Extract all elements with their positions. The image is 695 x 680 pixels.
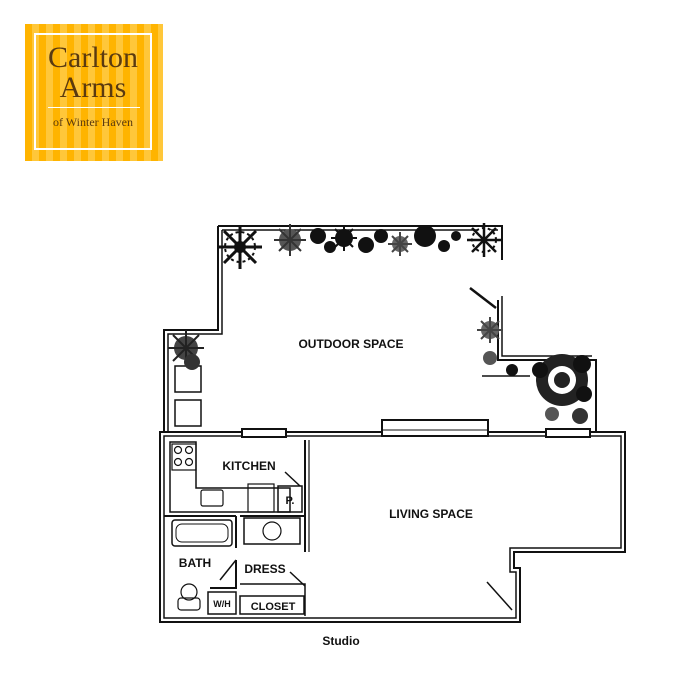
patio-left-wall-inner [167, 230, 223, 432]
burner-4 [184, 457, 194, 467]
patio-gate [469, 287, 497, 309]
shrub-icon [388, 232, 412, 256]
shrub-icon [274, 224, 306, 256]
closet-box [239, 595, 305, 615]
shrub-icon [310, 228, 326, 244]
outdoor-space-label: OUTDOOR SPACE [298, 337, 403, 351]
shrub-icon [572, 408, 588, 424]
bathtub-icon [171, 519, 233, 547]
logo-divider [48, 107, 140, 108]
patio-left-wall [163, 226, 219, 432]
shrub-icon [324, 241, 336, 253]
plan-caption: Studio [322, 634, 359, 648]
stove-icon [171, 443, 197, 471]
window-right [545, 428, 591, 438]
tree-icon [467, 223, 501, 257]
patio-planter-2 [174, 399, 202, 427]
logo-line-winter-haven: of Winter Haven [53, 115, 133, 129]
shrub-icon [374, 229, 388, 243]
tree-icon [218, 225, 262, 269]
tree-icon [532, 354, 592, 406]
wh-box [207, 591, 237, 615]
logo-frame: Carlton Arms of Winter Haven [34, 33, 152, 150]
bath-label: BATH [179, 556, 211, 570]
window-left [241, 428, 287, 438]
shrub-icon [545, 407, 559, 421]
exterior-wall [159, 431, 626, 623]
shrub-icon [331, 225, 357, 251]
shrub-icon [414, 225, 436, 247]
shrub-icon [438, 240, 450, 252]
shrub-icon [358, 237, 374, 253]
pantry-door [284, 471, 301, 487]
pantry-box [277, 485, 303, 513]
patio-planter-1 [174, 365, 202, 393]
water-heater-label: W/H [213, 599, 231, 609]
shrub-icon [184, 354, 200, 370]
carlton-arms-logo: Carlton Arms of Winter Haven [25, 24, 163, 161]
shrub-icon [451, 231, 461, 241]
fridge [247, 483, 275, 513]
patio-wall [218, 225, 503, 260]
washer-icon [243, 517, 301, 545]
living-space-label: LIVING SPACE [389, 507, 473, 521]
dress-wall-top [240, 515, 306, 552]
burner-2 [184, 445, 194, 455]
closet-wall [240, 583, 306, 616]
shrub-row [168, 223, 592, 424]
sliding-door [381, 419, 489, 437]
sink-icon [200, 489, 224, 507]
closet-door [289, 571, 306, 587]
shrub-icon [483, 351, 497, 365]
bath-door [219, 559, 237, 581]
toilet-tank [177, 597, 201, 611]
exterior-wall-inner [163, 435, 622, 619]
patio-right-wall-inner [501, 296, 592, 357]
logo-line-arms: Arms [59, 71, 127, 104]
toilet-icon [180, 583, 198, 601]
shrub-icon [506, 364, 518, 376]
pantry-label: P. [286, 495, 295, 507]
bathtub-inner [175, 523, 229, 543]
living-door-swing [486, 581, 513, 611]
kitchen-counter [169, 441, 291, 513]
washer-drum [262, 521, 282, 541]
dress-label: DRESS [244, 562, 285, 576]
shrub-icon [477, 317, 503, 343]
bath-wall-right-lower [210, 560, 237, 589]
burner-1 [173, 445, 183, 455]
kitchen-label: KITCHEN [222, 459, 275, 473]
logo-line-carlton: Carlton [48, 41, 138, 74]
closet-label: CLOSET [251, 601, 296, 613]
burner-3 [173, 457, 183, 467]
